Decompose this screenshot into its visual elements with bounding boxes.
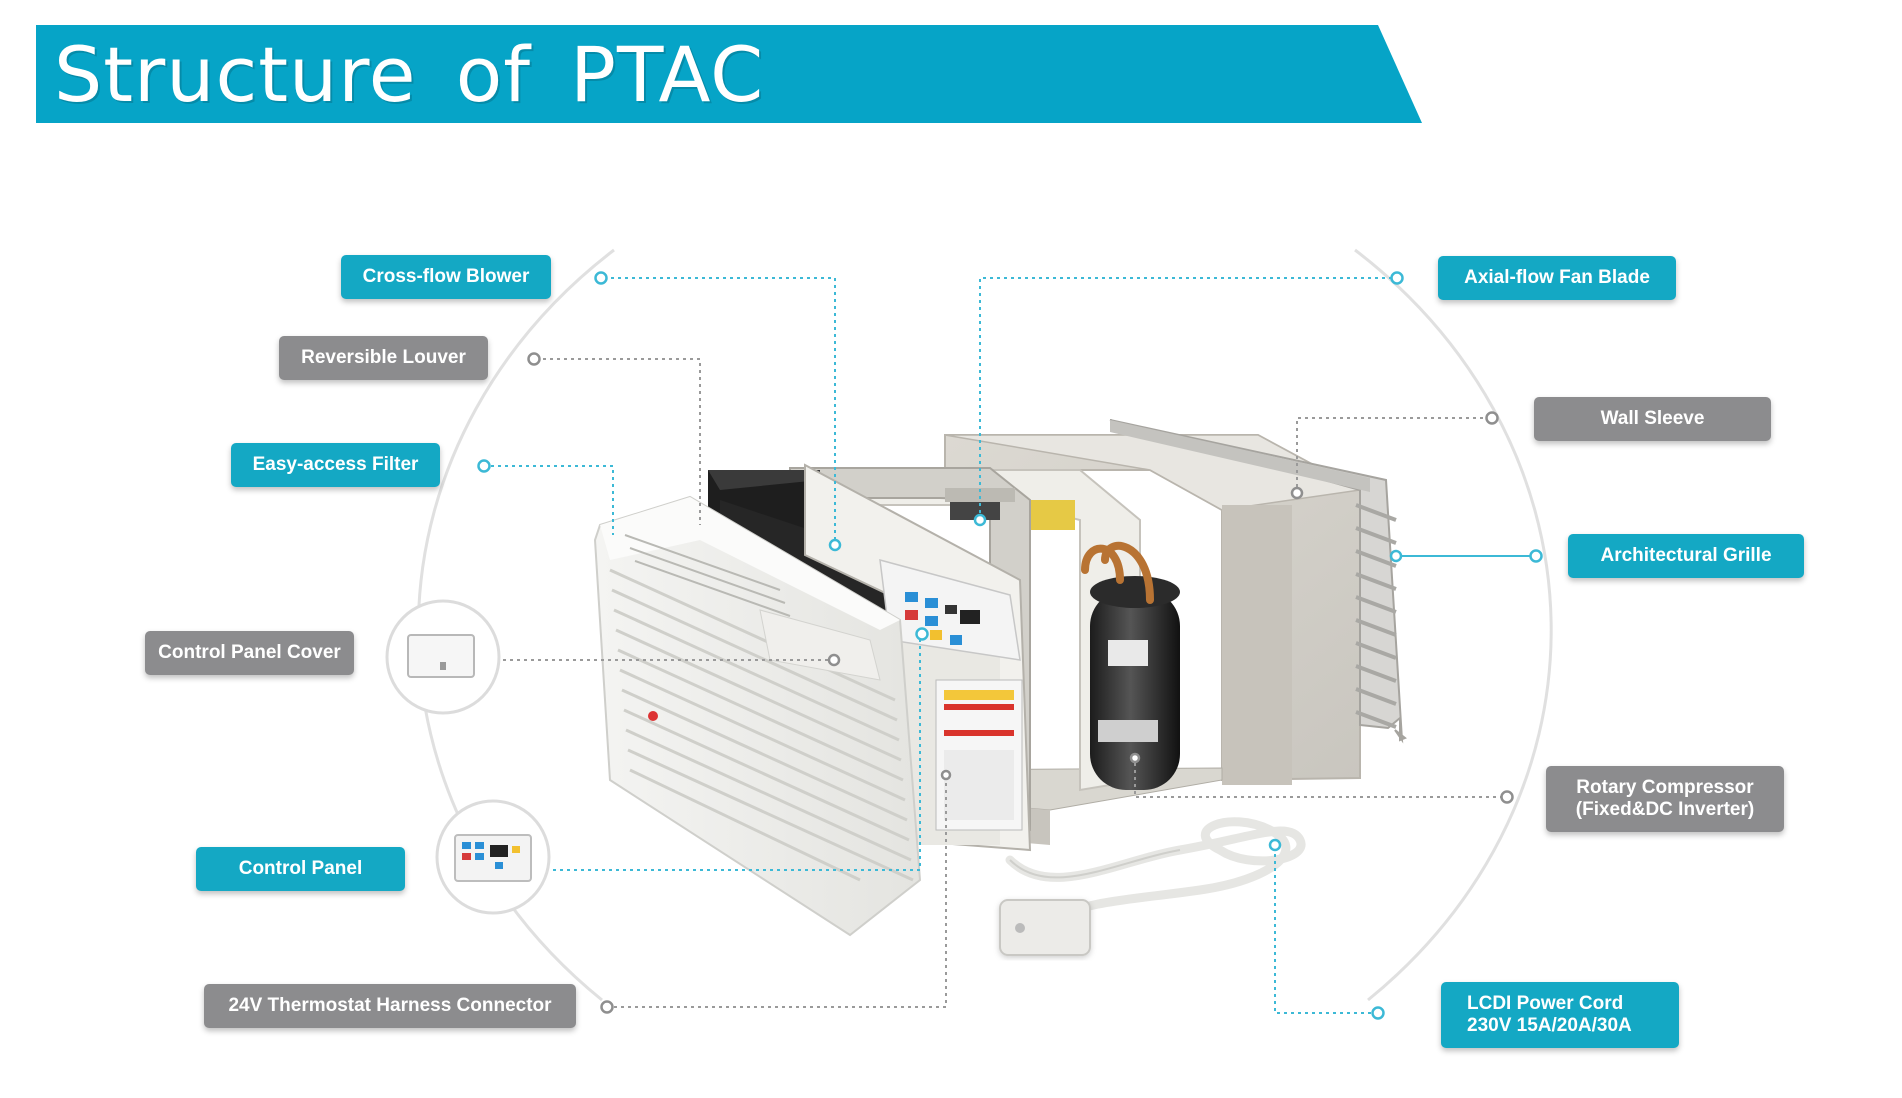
label-power-cord-line1: LCDI Power Cord (1467, 993, 1624, 1014)
label-power-cord-line2: 230V 15A/20A/30A (1467, 1015, 1632, 1036)
anchor-power-cord (1371, 1006, 1385, 1020)
label-architectural-grille: Architectural Grille (1568, 534, 1804, 578)
control-panel-cover-thumb (385, 599, 501, 715)
front-cover-art (593, 495, 922, 937)
label-rotary-compressor: Rotary Compressor (Fixed&DC Inverter) (1546, 766, 1784, 832)
ptac-unit-illustration (593, 419, 1407, 956)
anchor-control-panel (915, 627, 929, 641)
leader-control-panel (553, 630, 921, 871)
anchor-architectural-grille (1529, 549, 1543, 563)
leader-thermostat (607, 775, 947, 1008)
compressor-art (1090, 576, 1180, 790)
label-control-panel-cover: Control Panel Cover (145, 631, 354, 675)
label-reversible-louver: Reversible Louver (279, 336, 488, 380)
label-control-panel: Control Panel (196, 847, 405, 891)
anchor-thermostat (600, 1000, 614, 1014)
label-rotary-compressor-line2: (Fixed&DC Inverter) (1575, 799, 1755, 820)
page-title: Structure of PTAC (54, 30, 765, 119)
label-cross-flow-blower: Cross-flow Blower (341, 255, 551, 299)
control-buttons-art (905, 592, 980, 645)
anchor-cross-flow-blower (594, 271, 608, 285)
label-thermostat-connector: 24V Thermostat Harness Connector (204, 984, 576, 1028)
anchor-easy-access-filter (477, 459, 491, 473)
control-panel-thumb (435, 799, 551, 915)
leader-reversible-louver (536, 358, 701, 525)
title-banner (36, 25, 1422, 123)
anchor-reversible-louver (527, 352, 541, 366)
anchor-compressor (1500, 790, 1514, 804)
anchor-wall-sleeve (1485, 411, 1499, 425)
label-wall-sleeve: Wall Sleeve (1534, 397, 1771, 441)
leader-compressor (1134, 760, 1503, 798)
anchor-axial-fan (1390, 271, 1404, 285)
label-easy-access-filter: Easy-access Filter (231, 443, 440, 487)
leader-cross-flow-blower (604, 277, 836, 545)
architectural-grille-art (1109, 419, 1407, 744)
leader-power-cord (1274, 845, 1378, 1014)
label-axial-flow-fan-blade: Axial-flow Fan Blade (1438, 256, 1676, 300)
label-rotary-compressor-line1: Rotary Compressor (1576, 777, 1754, 798)
leader-easy-access-filter (484, 465, 614, 535)
leader-wall-sleeve (1296, 417, 1490, 490)
label-lcdi-power-cord: LCDI Power Cord 230V 15A/20A/30A (1441, 982, 1679, 1048)
